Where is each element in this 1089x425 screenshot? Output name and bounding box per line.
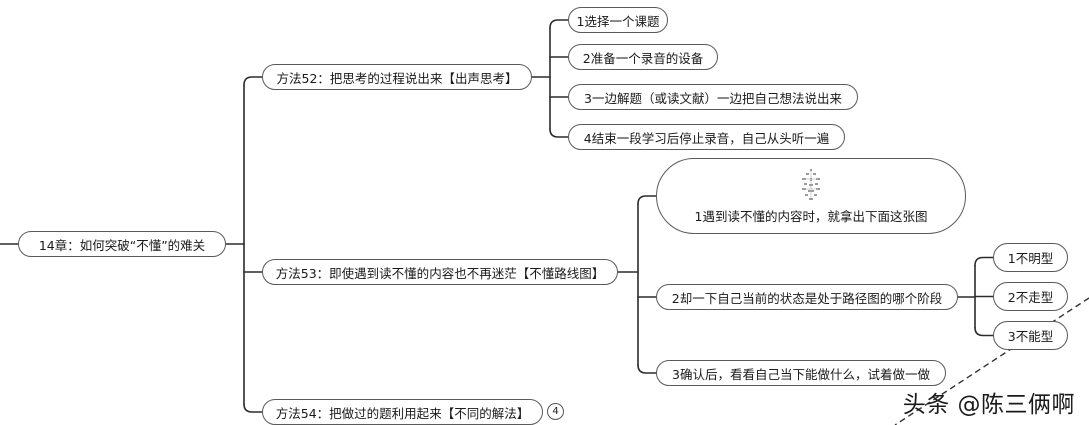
connector-method52-branch-1 — [549, 19, 569, 29]
step-label: 1选择一个课题 — [576, 13, 660, 29]
step-label: 2准备一个录音的设备 — [582, 50, 704, 66]
method-52-step-2[interactable]: 2准备一个录音的设备 — [568, 44, 718, 70]
method-52-step-1[interactable]: 1选择一个课题 — [568, 7, 668, 33]
connector-root-branch-3 — [243, 403, 263, 413]
roadmap-thumbnail-image[interactable] — [794, 168, 828, 202]
sub-step-label: 1不明型 — [1007, 251, 1054, 266]
type-unclear-node[interactable]: 1不明型 — [993, 243, 1068, 272]
collapsed-children-count-badge[interactable]: 4 — [547, 403, 564, 420]
method-53-step-2[interactable]: 2却一下自己当前的状态是处于路径图的哪个阶段 — [656, 284, 958, 310]
step-label: 1遇到读不懂的内容时，就拿出下面这张图 — [694, 208, 928, 224]
root-topic-chapter14[interactable]: 14章：如何突破“不懂”的难关 — [18, 231, 226, 257]
method-53-node[interactable]: 方法53：即使遇到读不懂的内容也不再迷茫【不懂路线图】 — [262, 259, 618, 285]
step-label: 2却一下自己当前的状态是处于路径图的哪个阶段 — [671, 290, 943, 306]
type-unable-node[interactable]: 3不能型 — [993, 321, 1068, 350]
badge-count: 4 — [552, 406, 559, 417]
connector-step2-branch-1 — [974, 256, 994, 267]
sub-step-label: 2不走型 — [1007, 290, 1054, 305]
connector-step2-branch-3 — [974, 326, 994, 337]
method-53-step-3[interactable]: 3确认后，看看自己当下能做什么，试着做一做 — [656, 360, 946, 386]
method-52-node[interactable]: 方法52：把思考的过程说出来【出声思考】 — [262, 64, 532, 90]
method-53-step-1[interactable]: 1遇到读不懂的内容时，就拿出下面这张图 — [656, 158, 966, 234]
method-54-label: 方法54：把做过的题利用起来【不同的解法】 — [275, 405, 530, 421]
step-label: 3一边解题（或读文献）一边把自己想法说出来 — [584, 90, 842, 106]
type-stuck-node[interactable]: 2不走型 — [993, 282, 1068, 311]
step-label: 4结束一段学习后停止录音，自己从头听一遍 — [583, 130, 830, 146]
connector-method53-branch-1 — [637, 195, 657, 205]
step-label: 3确认后，看看自己当下能做什么，试着做一做 — [672, 366, 930, 382]
root-topic-label: 14章：如何突破“不懂”的难关 — [38, 237, 206, 253]
method-52-step-3[interactable]: 3一边解题（或读文献）一边把自己想法说出来 — [568, 84, 858, 110]
method-54-node[interactable]: 方法54：把做过的题利用起来【不同的解法】 — [262, 399, 543, 425]
sub-step-label: 3不能型 — [1007, 329, 1054, 344]
dashed-divider-line — [894, 297, 1089, 425]
watermark: 头条 @陈三俩啊 — [902, 392, 1075, 418]
connector-method53-branch-3 — [637, 364, 657, 374]
method-53-label: 方法53：即使遇到读不懂的内容也不再迷茫【不懂路线图】 — [275, 265, 605, 281]
connector-root-branch-1 — [243, 76, 263, 86]
connector-method52-branch-4 — [549, 128, 569, 138]
method-52-step-4[interactable]: 4结束一段学习后停止录音，自己从头听一遍 — [568, 124, 845, 150]
method-52-label: 方法52：把思考的过程说出来【出声思考】 — [276, 70, 518, 86]
